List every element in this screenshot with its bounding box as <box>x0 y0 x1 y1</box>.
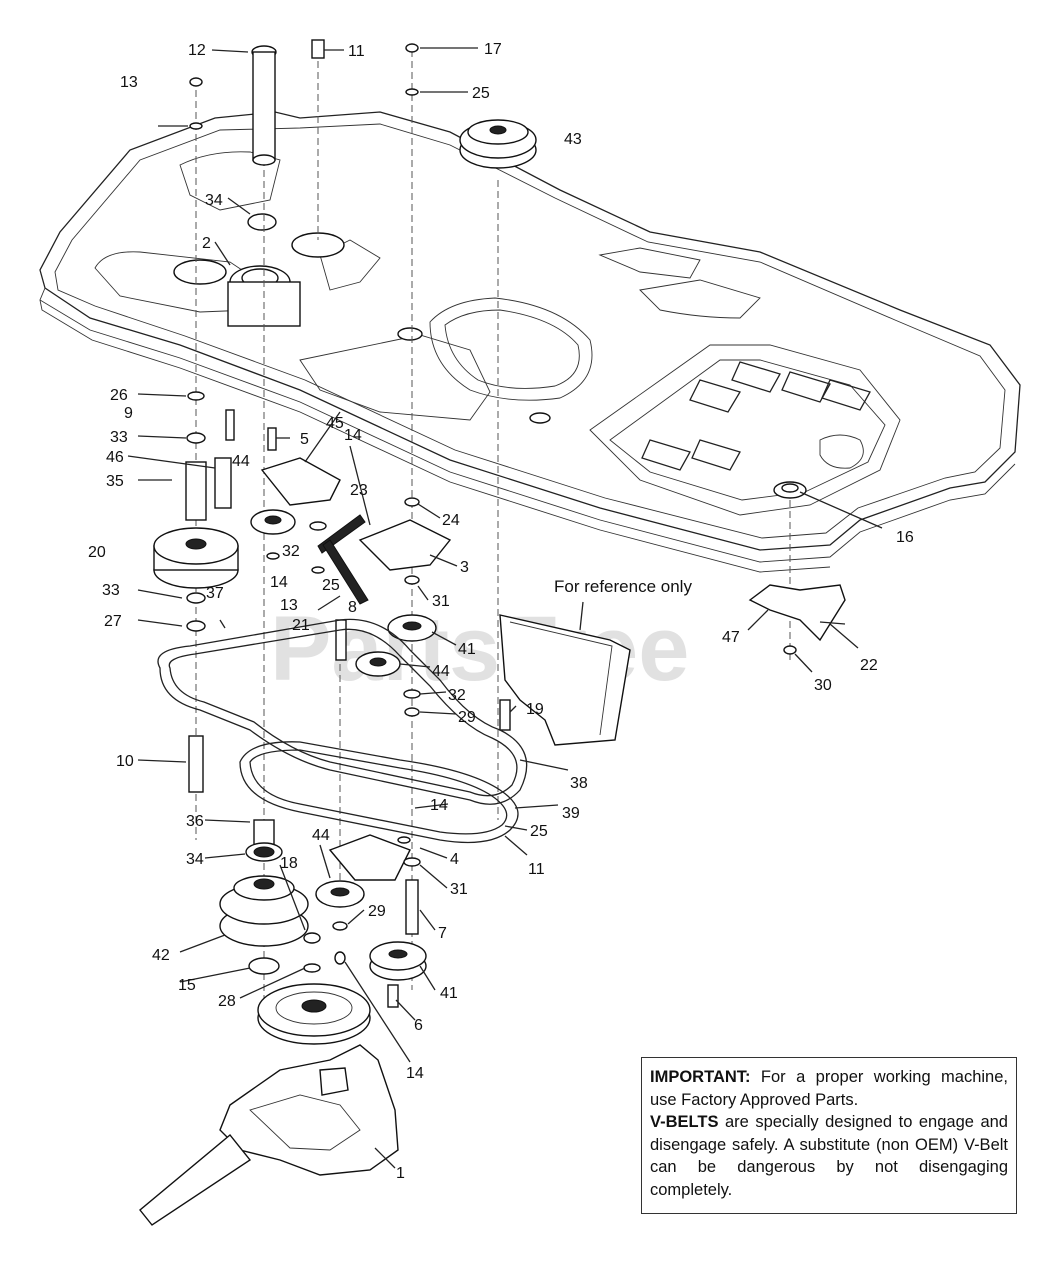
callout-31: 31 <box>432 593 450 610</box>
callout-46: 46 <box>106 449 124 466</box>
callout-5: 5 <box>300 431 309 448</box>
notice-text-2: are specially designed to engage and dis… <box>650 1113 1008 1199</box>
callout-44: 44 <box>232 453 250 470</box>
deck-frame <box>39 111 1021 573</box>
callout-34: 34 <box>205 192 223 209</box>
callout-34-b: 34 <box>186 851 204 868</box>
notice-text-1: For a proper working machine, use Factor… <box>650 1068 1008 1109</box>
callout-11-b: 11 <box>528 861 545 878</box>
callout-43: 43 <box>564 131 582 148</box>
important-notice: IMPORTANT: For a proper working machine,… <box>641 1057 1017 1214</box>
callout-41: 41 <box>458 641 476 658</box>
callout-28: 28 <box>218 993 236 1010</box>
callout-29-b: 29 <box>368 903 386 920</box>
callout-14-d: 14 <box>406 1065 424 1082</box>
callout-26: 26 <box>110 387 128 404</box>
callout-32: 32 <box>282 543 300 560</box>
callout-14: 14 <box>344 427 362 444</box>
callout-7: 7 <box>438 925 447 942</box>
callout-25: 25 <box>472 85 490 102</box>
callout-39: 39 <box>562 805 580 822</box>
notice-belts-heading: V-BELTS <box>650 1113 719 1131</box>
callout-20: 20 <box>88 544 106 561</box>
callout-31-b: 31 <box>450 881 468 898</box>
callout-22: 22 <box>860 657 878 674</box>
callout-labels: 12 11 17 13 25 43 34 2 26 9 33 46 35 45 … <box>88 41 914 1182</box>
callout-38: 38 <box>570 775 588 792</box>
callout-32-b: 32 <box>448 687 466 704</box>
callout-45: 45 <box>326 415 344 432</box>
notice-heading: IMPORTANT: <box>650 1068 751 1086</box>
callout-9: 9 <box>124 405 133 422</box>
callout-21: 21 <box>292 617 310 634</box>
callout-33: 33 <box>110 429 128 446</box>
callout-12: 12 <box>188 42 206 59</box>
callout-27: 27 <box>104 613 122 630</box>
callout-30: 30 <box>814 677 832 694</box>
callout-3: 3 <box>460 559 469 576</box>
callout-47: 47 <box>722 629 740 646</box>
callout-10: 10 <box>116 753 134 770</box>
reference-note: For reference only <box>554 577 692 596</box>
callout-25-b: 25 <box>322 577 340 594</box>
callout-35: 35 <box>106 473 124 490</box>
callout-1: 1 <box>396 1165 405 1182</box>
callout-36: 36 <box>186 813 204 830</box>
callout-24: 24 <box>442 512 460 529</box>
callout-42: 42 <box>152 947 170 964</box>
callout-33-b: 33 <box>102 582 120 599</box>
callout-19: 19 <box>526 701 544 718</box>
hardware-parts <box>139 39 846 1226</box>
callout-16: 16 <box>896 529 914 546</box>
callout-37: 37 <box>206 585 224 602</box>
callout-2: 2 <box>202 235 211 252</box>
callout-14-c: 14 <box>430 797 448 814</box>
callout-13: 13 <box>120 74 138 91</box>
callout-6: 6 <box>414 1017 423 1034</box>
callout-44-b: 44 <box>432 663 450 680</box>
callout-25-c: 25 <box>530 823 548 840</box>
callout-13-b: 13 <box>280 597 298 614</box>
callout-15: 15 <box>178 977 196 994</box>
callout-44-c: 44 <box>312 827 330 844</box>
callout-11: 11 <box>348 43 365 60</box>
callout-41-b: 41 <box>440 985 458 1002</box>
callout-4: 4 <box>450 851 459 868</box>
leader-lines <box>127 47 883 1169</box>
callout-29: 29 <box>458 709 476 726</box>
callout-14-b: 14 <box>270 574 288 591</box>
callout-17: 17 <box>484 41 502 58</box>
callout-23: 23 <box>350 482 368 499</box>
callout-18: 18 <box>280 855 298 872</box>
callout-8: 8 <box>348 599 357 616</box>
